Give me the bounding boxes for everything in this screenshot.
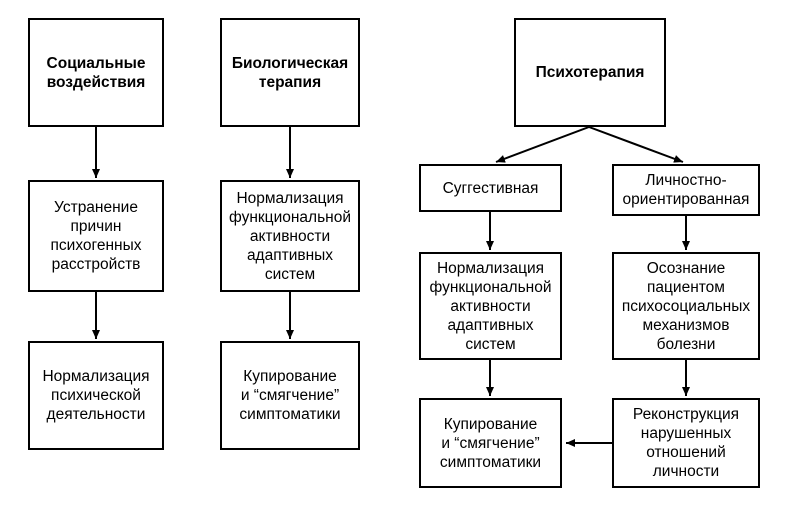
box-sugg-normalize-adaptive-systems: Нормализация функциональной активности а… — [419, 252, 562, 360]
box-eliminate-causes: Устранение причин психогенных расстройст… — [28, 180, 164, 292]
box-awareness-mechanisms: Осознание пациентом психосоциальных меха… — [612, 252, 760, 360]
box-psychotherapy: Психотерапия — [514, 18, 666, 127]
box-symptom-relief: Купирование и “смягчение” симптоматики — [220, 341, 360, 450]
arrow-psy-to-suggestive — [495, 126, 590, 163]
box-biological-therapy: Биологическая терапия — [220, 18, 360, 127]
box-personality-oriented: Личностно- ориентированная — [612, 164, 760, 216]
arrow-psy-to-personal — [588, 126, 684, 163]
box-reconstruction: Реконструкция нарушенных отношений лично… — [612, 398, 760, 488]
box-social-influences: Социальные воздействия — [28, 18, 164, 127]
box-normalize-adaptive-systems: Нормализация функциональной активности а… — [220, 180, 360, 292]
box-normalize-mental-activity: Нормализация психической деятельности — [28, 341, 164, 450]
box-sugg-symptom-relief: Купирование и “смягчение” симптоматики — [419, 398, 562, 488]
box-suggestive: Суггестивная — [419, 164, 562, 212]
